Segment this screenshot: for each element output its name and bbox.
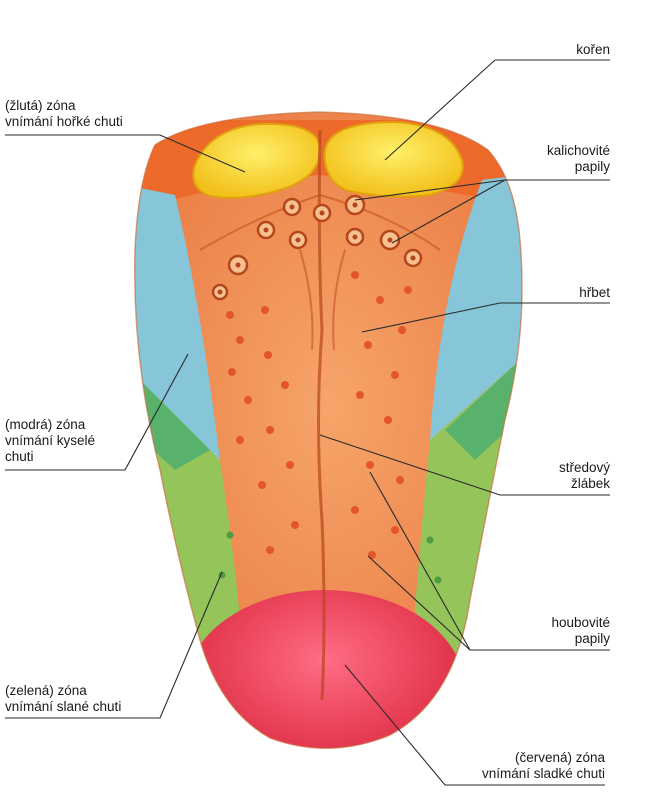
leader-hrbet bbox=[361, 302, 610, 333]
label-houbovite-papily: houbovité papily bbox=[551, 615, 610, 646]
tongue-outline bbox=[133, 111, 523, 749]
fungiform-papillae-green bbox=[218, 531, 442, 584]
bitter-zone bbox=[192, 122, 322, 199]
bitter-zone-right bbox=[323, 120, 464, 198]
circumvallate-papillae bbox=[211, 194, 423, 301]
label-koren: kořen bbox=[576, 42, 610, 57]
label-zelena-zona: (zelená) zóna vnímání slané chuti bbox=[5, 683, 122, 714]
label-cervena-zona: (červená) zóna vnímání sladké chuti bbox=[481, 750, 605, 781]
leader-zluta bbox=[5, 134, 246, 173]
leader-houbovite-2 bbox=[367, 555, 471, 651]
leader-modra bbox=[5, 353, 189, 471]
fungiform-papillae bbox=[226, 271, 412, 559]
leader-lines bbox=[5, 59, 610, 786]
sour-zone-left bbox=[134, 180, 220, 460]
tongue-zones bbox=[134, 112, 523, 749]
leader-koren bbox=[384, 59, 610, 161]
label-hrbet: hřbet bbox=[579, 285, 610, 300]
leader-stredovy bbox=[319, 434, 610, 496]
leader-zelena bbox=[5, 571, 223, 719]
label-kalichovite-papily: kalichovité papily bbox=[546, 143, 610, 174]
label-stredovy-zlabek: středový žlábek bbox=[558, 460, 610, 491]
leader-kalichovite-2 bbox=[391, 179, 506, 244]
sour-zone-right bbox=[430, 170, 523, 440]
leader-cervena bbox=[344, 664, 605, 786]
median-groove bbox=[317, 129, 326, 701]
label-modra-zona: (modrá) zóna vnímání kyselé chuti bbox=[5, 417, 96, 464]
terminal-sulcus bbox=[199, 193, 441, 251]
label-zluta-zona: (žlutá) zóna vnímání hořké chuti bbox=[5, 98, 123, 129]
salty-zone-right-dark bbox=[445, 340, 523, 460]
